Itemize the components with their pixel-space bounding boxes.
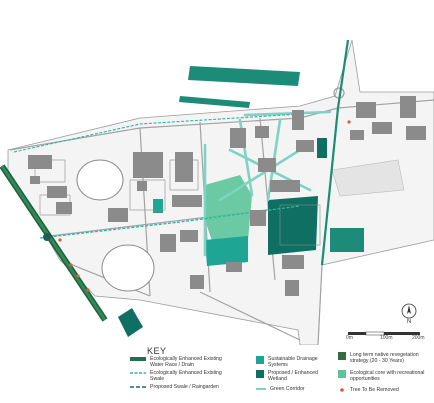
wetland-swatch-icon — [256, 370, 264, 378]
legend-label: Proposed / Enhanced Wetland — [268, 370, 318, 382]
small-dark-circle — [43, 233, 51, 241]
legend-item-wetland: Proposed / Enhanced Wetland — [256, 370, 326, 382]
legend-label: Proposed Swale / Raingarden — [150, 384, 219, 390]
scale-bar: 0m 100m 200m — [346, 326, 425, 342]
scale-label-0: 0m — [346, 335, 353, 341]
legend-item-revegetation: Long term native revegetation strategy (… — [338, 352, 428, 364]
legend-label: Ecological core with recreational opport… — [350, 370, 425, 382]
scale-label-200: 200m — [412, 335, 425, 341]
legend-item-ecological-core: Ecological core with recreational opport… — [338, 370, 428, 382]
legend-item-proposed-swale: Proposed Swale / Raingarden — [130, 384, 225, 390]
legend-title: KEY — [147, 346, 167, 356]
legend-label: Sustainable Drainage Systems — [268, 356, 318, 368]
oval-north — [76, 159, 124, 201]
sds-swatch-icon — [256, 356, 264, 364]
red-dot-icon — [340, 388, 344, 392]
teal-building-top — [188, 66, 300, 86]
wetland-south — [205, 236, 248, 266]
north-arrow-icon: N — [401, 303, 417, 324]
sds-square-2 — [317, 138, 327, 158]
ecological-core-wetland — [268, 196, 318, 255]
legend-label: Tree To Be Removed — [350, 387, 399, 393]
legend-item-sds: Sustainable Drainage Systems — [256, 356, 326, 368]
legend-label: Ecologically Enhanced Existing Water Rac… — [150, 356, 222, 368]
legend-item-tree-removed: Tree To Be Removed — [338, 387, 428, 393]
water-race-line-inner — [0, 165, 107, 321]
buildings — [28, 96, 426, 296]
existing-swale-swatch-icon — [130, 372, 146, 374]
wetland-bottom — [118, 308, 143, 337]
legend-label: Green Corridor — [270, 386, 305, 392]
ecological-core-swatch-icon — [338, 370, 346, 378]
teal-building-mid — [179, 96, 250, 108]
legend-item-water-race: Ecologically Enhanced Existing Water Rac… — [130, 356, 225, 368]
trees-to-be-removed — [58, 120, 351, 292]
scale-bar-graphic — [348, 331, 420, 336]
wetland-east — [330, 228, 364, 252]
water-race-road — [320, 39, 350, 266]
legend-item-green-corridor: Green Corridor — [256, 386, 326, 392]
revegetation-swatch-icon — [338, 352, 346, 360]
scale-label-100: 100m — [380, 335, 393, 341]
oval-south — [101, 244, 155, 292]
existing-swale-line-top — [13, 113, 301, 153]
legend-label: Ecologically Enhanced Existing Swale — [150, 370, 222, 382]
sds-square-1 — [153, 199, 163, 213]
proposed-swale-swatch-icon — [130, 386, 146, 388]
green-corridor-swatch-icon — [256, 388, 266, 390]
water-race-swatch-icon — [130, 357, 146, 361]
revegetation-area — [331, 159, 405, 197]
legend-item-existing-swale: Ecologically Enhanced Existing Swale — [130, 370, 225, 382]
map-legend: KEY Ecologically Enhanced Existing Water… — [128, 346, 428, 403]
ecological-core-west — [205, 175, 252, 250]
north-label: N — [407, 319, 411, 324]
building-grids — [34, 159, 321, 246]
site-plan-map — [0, 39, 434, 345]
legend-label: Long term native revegetation strategy (… — [350, 352, 419, 364]
